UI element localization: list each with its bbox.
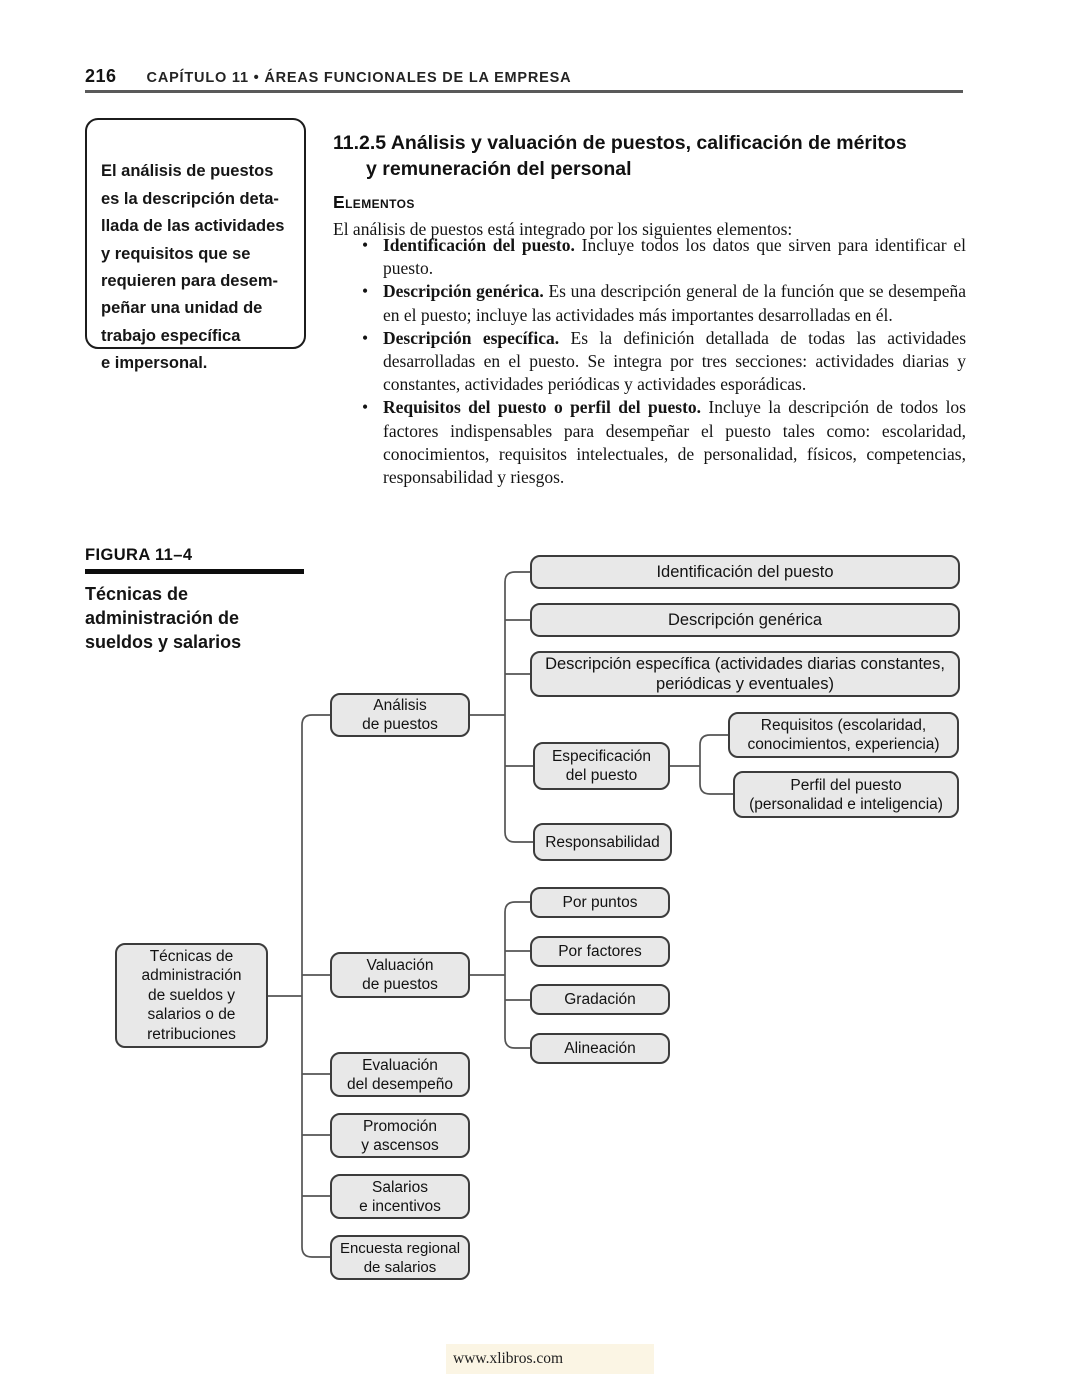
footer-url: www.xlibros.com	[453, 1350, 564, 1367]
list-item: • Descripción genérica. Es una descripci…	[360, 280, 966, 326]
figure-caption: Técnicas de administración de sueldos y …	[85, 584, 242, 652]
node-identificacion-del-puesto: Identificación del puesto	[530, 555, 960, 589]
margin-note-box: El análisis de puestos es la descripción…	[85, 118, 306, 372]
list-item: • Requisitos del puesto o perfil del pue…	[360, 396, 966, 489]
footer-watermark: www.xlibros.com	[446, 1344, 654, 1374]
section-heading-line2: y remuneración del personal	[366, 158, 632, 181]
node-especificacion-del-puesto: Especificación del puesto	[533, 742, 670, 790]
node-descripcion-especifica: Descripción específica (actividades diar…	[530, 651, 960, 697]
bullet-lead: Descripción genérica.	[383, 281, 544, 302]
bullet-lead: Descripción específica.	[383, 327, 560, 348]
elements-list: • Identificación del puesto. Incluye tod…	[360, 234, 966, 489]
node-requisitos: Requisitos (escolaridad, conocimientos, …	[728, 712, 959, 758]
list-item: • Descripción específica. Es la definici…	[360, 327, 966, 397]
node-por-puntos: Por puntos	[530, 887, 670, 918]
bullet-text: Es la definición detallada de todas las …	[383, 327, 966, 395]
node-alineacion: Alineación	[530, 1033, 670, 1064]
bullet-marker: •	[362, 235, 369, 255]
section-heading: 11.2.5 Análisis y valuación de puestos, …	[333, 130, 907, 182]
node-responsabilidad: Responsabilidad	[533, 823, 672, 861]
node-encuesta-regional: Encuesta regional de salarios	[330, 1235, 470, 1280]
section-heading-line1: 11.2.5 Análisis y valuación de puestos, …	[333, 132, 907, 155]
page-number: 216	[85, 66, 117, 86]
node-evaluacion-del-desempeno: Evaluación del desempeño	[330, 1052, 470, 1097]
node-gradacion: Gradación	[530, 984, 670, 1015]
bullet-marker: •	[362, 327, 369, 348]
chapter-header: CAPÍTULO 11 • ÁREAS FUNCIONALES DE LA EM…	[146, 70, 572, 86]
bullet-marker: •	[362, 397, 369, 418]
node-analisis-de-puestos: Análisis de puestos	[330, 693, 470, 737]
bullet-text: Incluye todos los datos que sirven para …	[383, 235, 966, 279]
node-tecnicas-root: Técnicas de administración de sueldos y …	[115, 943, 268, 1048]
header-rule	[85, 90, 963, 93]
node-valuacion-de-puestos: Valuación de puestos	[330, 952, 470, 998]
intro-paragraph: El análisis de puestos está integrado po…	[333, 218, 793, 239]
figure-label: FIGURA 11–4	[85, 546, 193, 564]
bullet-text: Es una descripción general de la función…	[383, 281, 966, 325]
node-perfil-del-puesto: Perfil del puesto (personalidad e inteli…	[733, 771, 959, 818]
running-head: 216 CAPÍTULO 11 • ÁREAS FUNCIONALES DE L…	[85, 66, 571, 87]
bullet-marker: •	[362, 281, 369, 302]
list-item: • Identificación del puesto. Incluye tod…	[360, 234, 966, 280]
bullet-lead: Identificación del puesto.	[383, 235, 575, 255]
node-promocion-y-ascensos: Promoción y ascensos	[330, 1113, 470, 1158]
bullet-text: Incluye la descripción de todos los fact…	[383, 397, 966, 488]
node-descripcion-generica: Descripción genérica	[530, 603, 960, 637]
figure-rule	[85, 569, 304, 574]
node-salarios-e-incentivos: Salarios e incentivos	[330, 1174, 470, 1219]
subheading-elementos: Elementos	[333, 191, 415, 212]
node-por-factores: Por factores	[530, 936, 670, 967]
bullet-lead: Requisitos del puesto o perfil del puest…	[383, 397, 702, 418]
margin-note-text: El análisis de puestos es la descripción…	[101, 162, 285, 373]
